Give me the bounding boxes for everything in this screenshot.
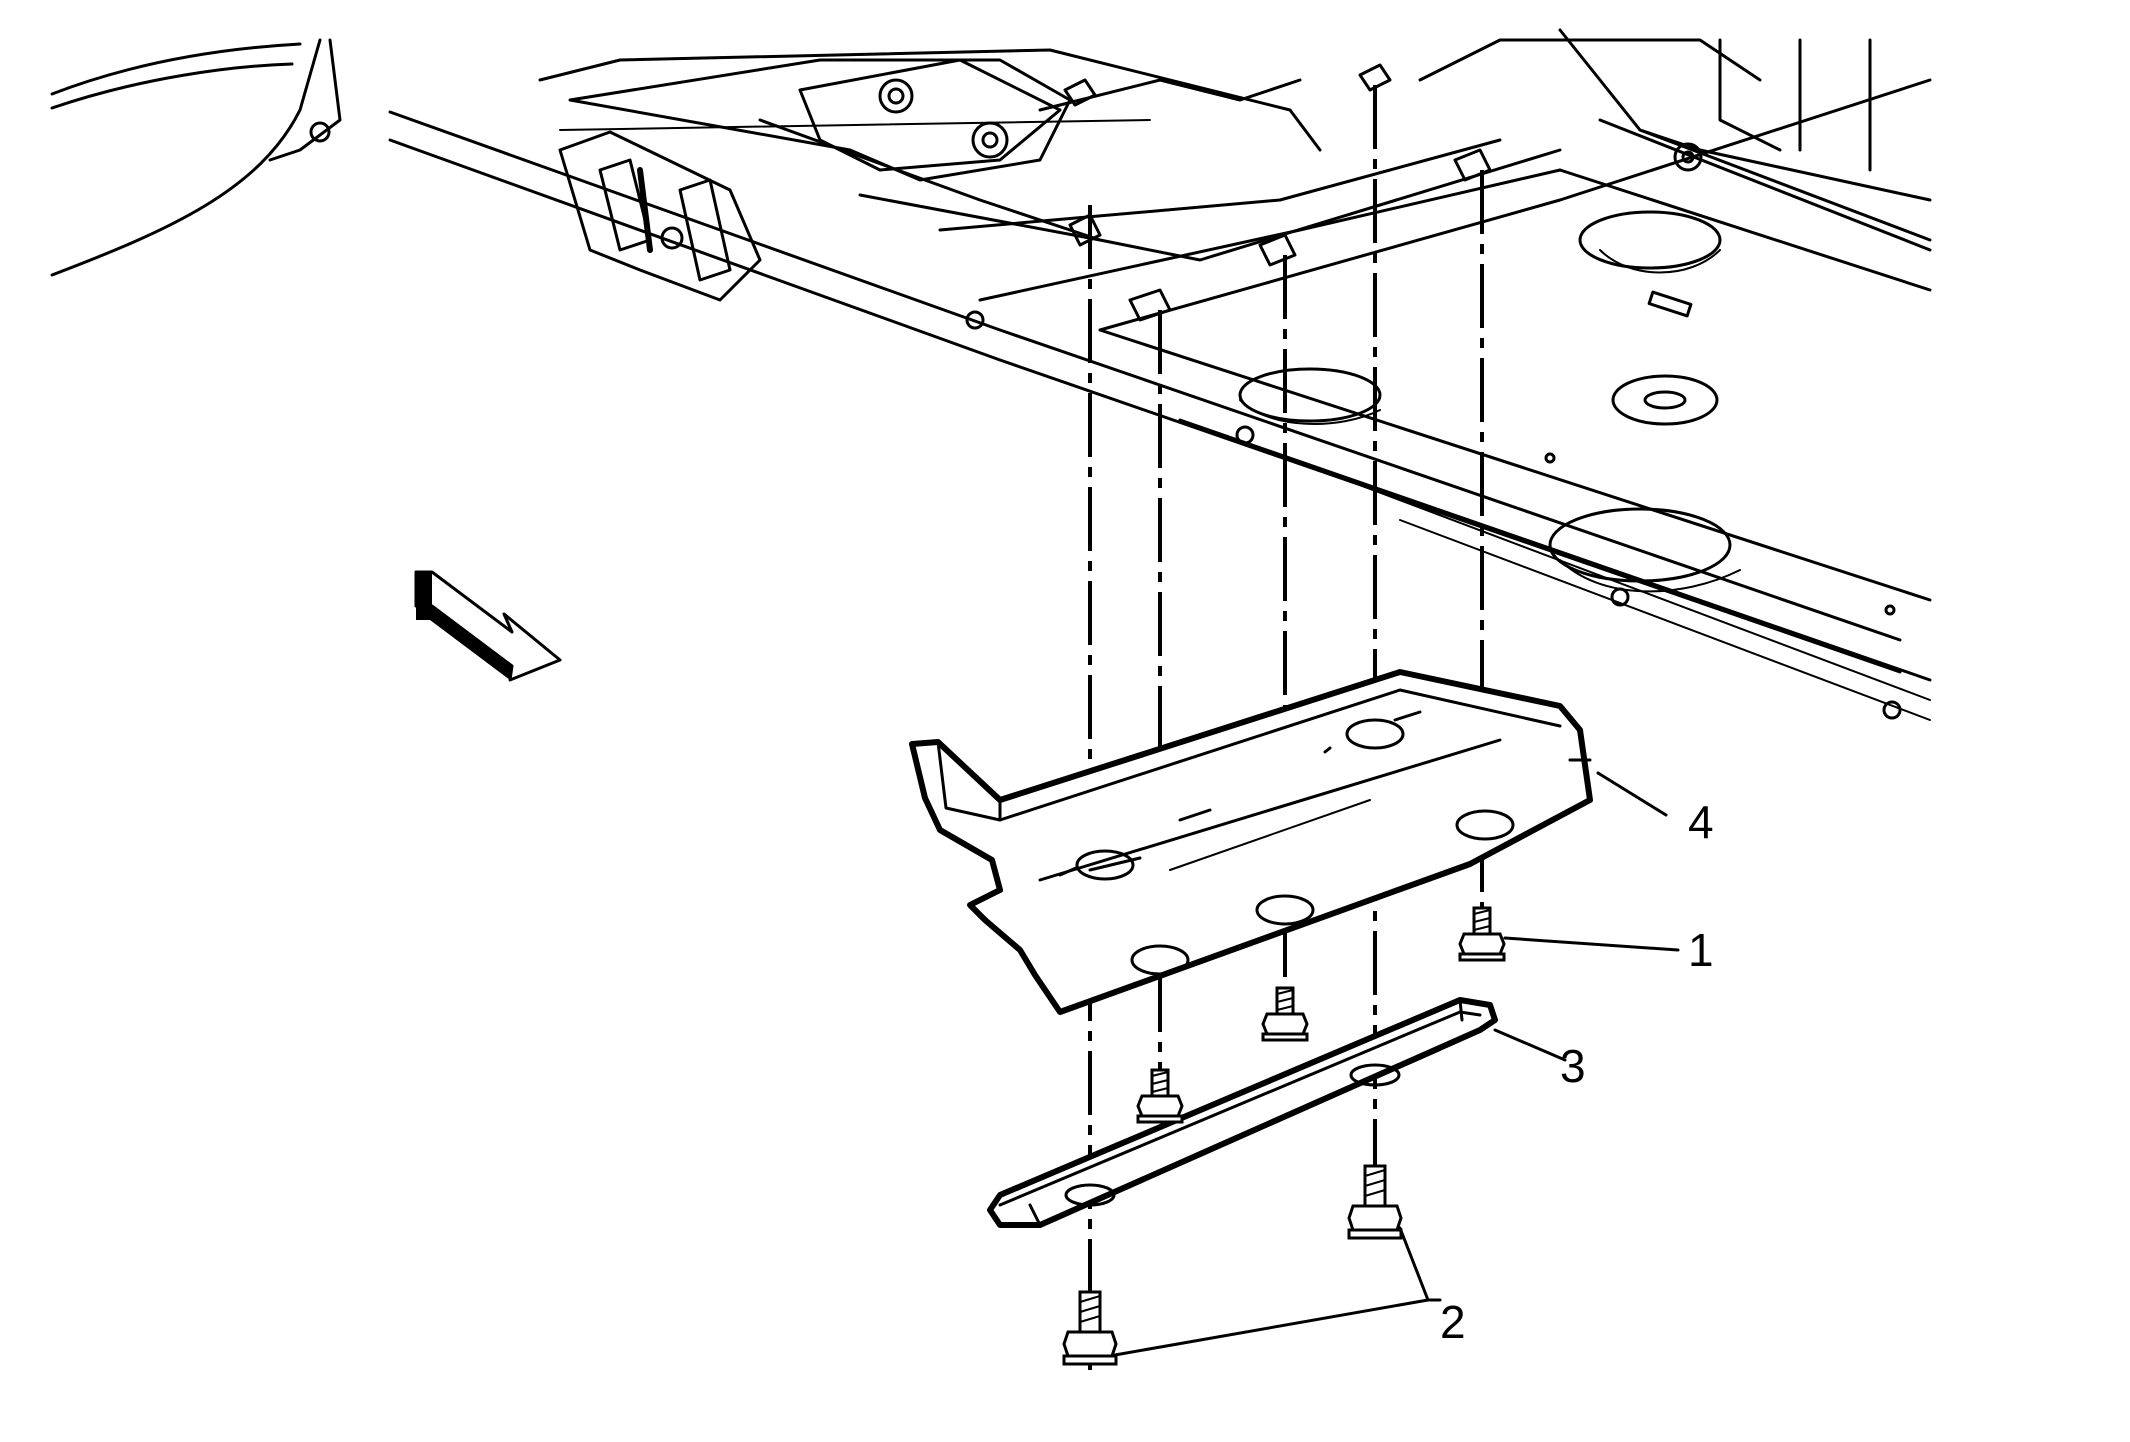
bolt-2b xyxy=(1062,1290,1118,1366)
front-direction-arrow-icon xyxy=(414,570,562,682)
leader-lines xyxy=(1113,771,1680,1357)
callout-1: 1 xyxy=(1688,924,1714,976)
part-1-bolts xyxy=(1136,906,1506,1124)
bolt-1b xyxy=(1261,986,1309,1042)
callouts: 4 1 3 2 xyxy=(1440,796,1714,1348)
bolt-1c xyxy=(1136,1068,1184,1124)
bolt-1a xyxy=(1458,906,1506,962)
part-2-bolts xyxy=(1062,1164,1403,1366)
vehicle-underbody xyxy=(50,28,1932,721)
part-3-reinforcement-bracket xyxy=(987,997,1498,1228)
part-4-shield-panel xyxy=(909,669,1593,1015)
callout-4: 4 xyxy=(1688,796,1714,848)
callout-3: 3 xyxy=(1560,1040,1586,1092)
bolt-2a xyxy=(1347,1164,1403,1240)
callout-2: 2 xyxy=(1440,1296,1466,1348)
